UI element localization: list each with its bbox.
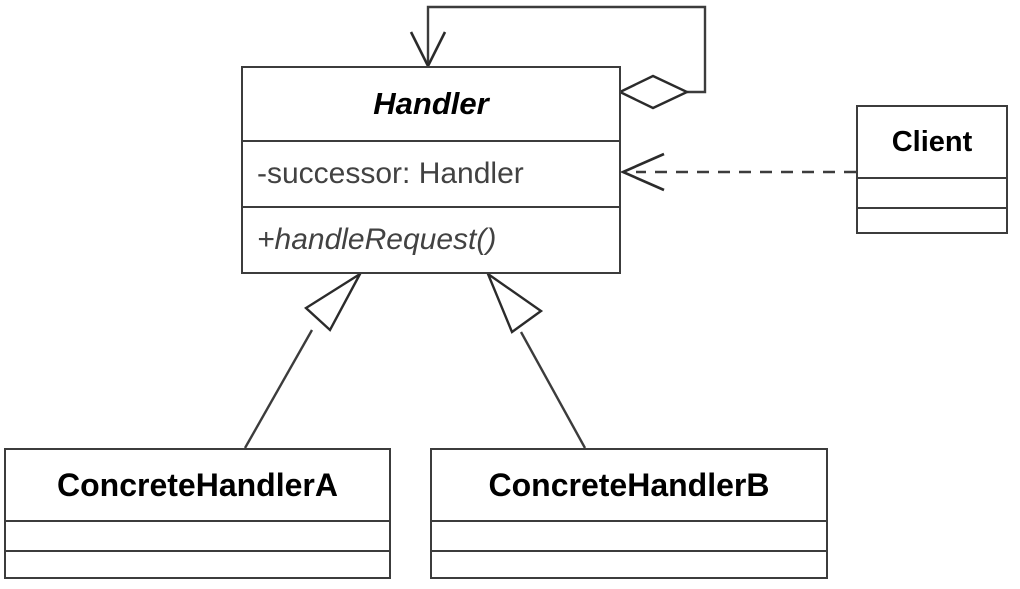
class-attributes-client — [858, 177, 1006, 207]
class-operations-client — [858, 207, 1006, 232]
class-attributes-concrete-handler-b — [432, 520, 826, 550]
class-name-concrete-handler-a: ConcreteHandlerA — [57, 466, 338, 503]
inheritance-triangle-a — [304, 270, 364, 332]
edge-concretea-generalization — [243, 270, 364, 449]
class-attributes-handler: -successor: Handler — [243, 140, 619, 206]
edge-concreteb-generalization — [485, 270, 587, 449]
class-name-client: Client — [891, 125, 973, 158]
class-attributes-concrete-handler-a — [6, 520, 389, 550]
class-box-client[interactable]: Client — [856, 105, 1008, 234]
class-box-concrete-handler-a[interactable]: ConcreteHandlerA — [4, 448, 391, 579]
class-name-handler: Handler — [373, 86, 489, 121]
inheritance-triangle-b — [485, 270, 544, 334]
class-operations-concrete-handler-b — [432, 550, 826, 577]
edge-client-dependency — [619, 152, 856, 192]
class-box-concrete-handler-b[interactable]: ConcreteHandlerB — [430, 448, 828, 579]
class-name-concrete-handler-b: ConcreteHandlerB — [488, 466, 770, 503]
class-operations-handler: +handleRequest() — [243, 206, 619, 272]
class-operations-concrete-handler-a — [6, 550, 389, 577]
aggregation-diamond — [617, 74, 690, 110]
class-box-handler[interactable]: Handler -successor: Handler +handleReque… — [241, 66, 621, 274]
